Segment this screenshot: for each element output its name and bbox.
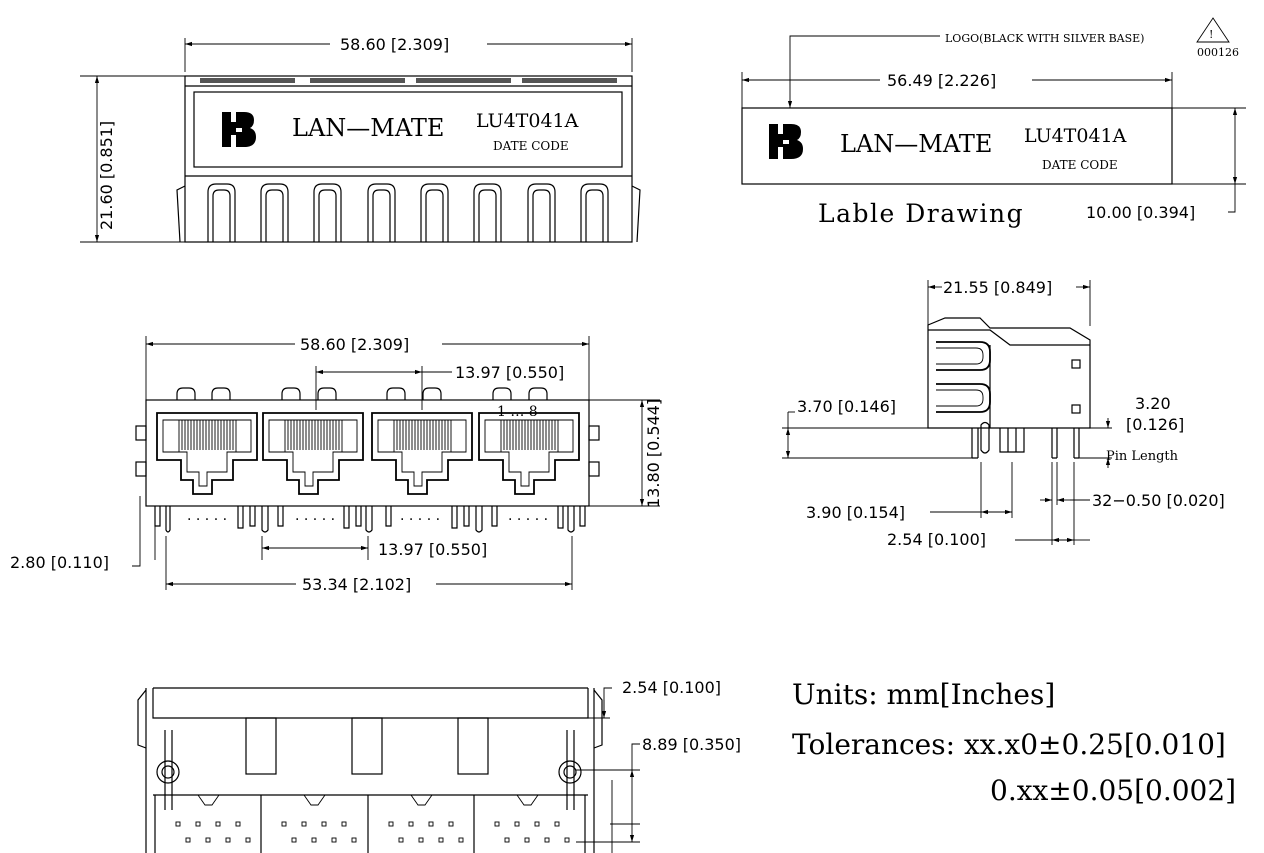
rj45-port-3 xyxy=(371,412,473,495)
side-pin-len-b: [0.126] xyxy=(1126,415,1184,434)
top-label-part: LU4T041A xyxy=(476,110,579,132)
label-date: DATE CODE xyxy=(1042,158,1118,172)
top-label-brand: LAN—MATE xyxy=(292,114,444,142)
top-label-date: DATE CODE xyxy=(493,139,569,153)
front-span-dim: 53.34 [2.102] xyxy=(302,575,411,594)
side-pitch-dim: 2.54 [0.100] xyxy=(887,530,986,549)
rj45-port-1 xyxy=(156,412,258,495)
units-note: Units: mm[Inches] xyxy=(792,678,1055,711)
label-brand: LAN—MATE xyxy=(840,130,992,158)
bottom-row-offset: 8.89 [0.350] xyxy=(642,735,741,754)
pin-holes xyxy=(175,821,570,843)
brand-logo xyxy=(222,112,256,147)
side-row-dim: 3.90 [0.154] xyxy=(806,503,905,522)
label-height-dim: 10.00 [0.394] xyxy=(1086,203,1195,222)
front-pitch-top: 13.97 [0.550] xyxy=(455,363,564,382)
label-caption: Lable Drawing xyxy=(818,199,1024,228)
svg-text:· · · · ·: · · · · · xyxy=(400,512,440,528)
front-height-dim: 13.80 [0.544] xyxy=(644,399,663,508)
side-depth-dim: 21.55 [0.849] xyxy=(943,278,1052,297)
front-offset-dim: 2.80 [0.110] xyxy=(10,553,109,572)
bottom-row-pitch: 2.54 [0.100] xyxy=(622,678,721,697)
warning-icon: ! 000126 xyxy=(1196,17,1239,59)
svg-text:· · · · ·: · · · · · xyxy=(295,512,335,528)
svg-text:· · · · ·: · · · · · xyxy=(508,512,548,528)
label-drawing: LOGO(BLACK WITH SILVER BASE) ! 000126 56… xyxy=(741,17,1246,228)
label-logo xyxy=(769,124,803,159)
side-pin-dim: 32−0.50 [0.020] xyxy=(1092,491,1225,510)
side-standoff-dim: 3.70 [0.146] xyxy=(797,397,896,416)
label-width-dim: 56.49 [2.226] xyxy=(887,71,996,90)
mount-post-left xyxy=(156,730,180,810)
side-view: 21.55 [0.849] 3.70 [0.146] 3.20 [0.126] xyxy=(782,278,1225,549)
top-width-dim: 58.60 [2.309] xyxy=(340,35,449,54)
mount-post-right xyxy=(558,730,582,810)
front-view: 58.60 [2.309] 13.97 [0.550] 13.80 [0.544… xyxy=(10,335,663,594)
tolerance-note-2: 0.xx±0.05[0.002] xyxy=(990,774,1236,807)
bottom-view: 2.54 [0.100] 8.89 [0.350] xyxy=(137,678,741,853)
pin-numbering: 1 … 8 xyxy=(497,404,538,420)
notes: Units: mm[Inches] Tolerances: xx.x0±0.25… xyxy=(792,678,1236,807)
front-pitch-bottom: 13.97 [0.550] xyxy=(378,540,487,559)
tolerance-note-1: Tolerances: xx.x0±0.25[0.010] xyxy=(792,728,1226,761)
top-view: 58.60 [2.309] 21.60 [0.851] LAN—MATE LU4… xyxy=(80,35,641,243)
label-part: LU4T041A xyxy=(1024,125,1127,147)
warning-code: 000126 xyxy=(1197,46,1239,59)
svg-text:· · · · ·: · · · · · xyxy=(187,512,227,528)
latch-row xyxy=(207,183,609,242)
rj45-port-2 xyxy=(262,412,364,495)
svg-text:!: ! xyxy=(1209,28,1213,41)
side-pin-len-a: 3.20 xyxy=(1135,394,1171,413)
rj45-port-4 xyxy=(478,412,580,495)
front-pins: · · · · · · · · · · · · · · · · · · · · xyxy=(154,506,586,533)
logo-note: LOGO(BLACK WITH SILVER BASE) xyxy=(945,32,1144,45)
pin-length-label: Pin Length xyxy=(1106,449,1179,464)
front-width-dim: 58.60 [2.309] xyxy=(300,335,409,354)
top-height-dim: 21.60 [0.851] xyxy=(97,121,116,230)
